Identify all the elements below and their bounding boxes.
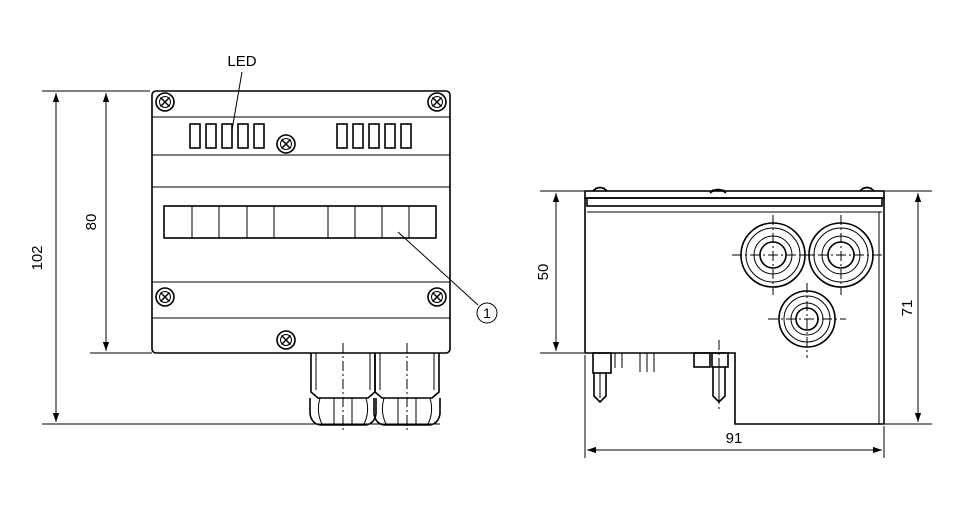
dimension-50: 50: [535, 190, 584, 354]
dimension-80: 80: [83, 93, 152, 354]
cable-gland-left: [309, 343, 377, 432]
dimension-71-label: 71: [899, 300, 916, 317]
dimension-102: 102: [29, 90, 440, 425]
connector-pins-left: [592, 352, 655, 404]
front-housing: [151, 90, 451, 354]
connector-pins-right: [693, 340, 729, 410]
dimension-91-label: 91: [726, 430, 743, 447]
screw-icon: [276, 330, 296, 350]
screw-icon: [155, 287, 175, 307]
screw-icon: [276, 134, 296, 154]
dimension-71: 71: [885, 190, 932, 425]
led-group-left: [189, 123, 265, 149]
led-group-right: [336, 123, 412, 149]
label-strip: [163, 205, 437, 239]
dimension-102-label: 102: [29, 245, 46, 270]
callout-1: 1: [397, 231, 498, 324]
screw-icon: [155, 92, 175, 112]
gland-bottom: [768, 283, 846, 358]
gland-top-left: [732, 215, 814, 295]
led-label: LED: [227, 53, 256, 70]
screw-icon: [427, 92, 447, 112]
side-view: 50 71 91: [535, 186, 932, 458]
dimension-50-label: 50: [535, 264, 552, 281]
dimension-80-label: 80: [83, 214, 100, 231]
front-view: 102 80 LED: [29, 53, 498, 432]
dimension-91: 91: [584, 355, 885, 458]
gland-top-right: [800, 215, 882, 295]
cable-gland-right: [373, 343, 441, 432]
side-housing: [584, 198, 885, 425]
callout-1-label: 1: [483, 305, 491, 321]
screw-icon: [427, 287, 447, 307]
